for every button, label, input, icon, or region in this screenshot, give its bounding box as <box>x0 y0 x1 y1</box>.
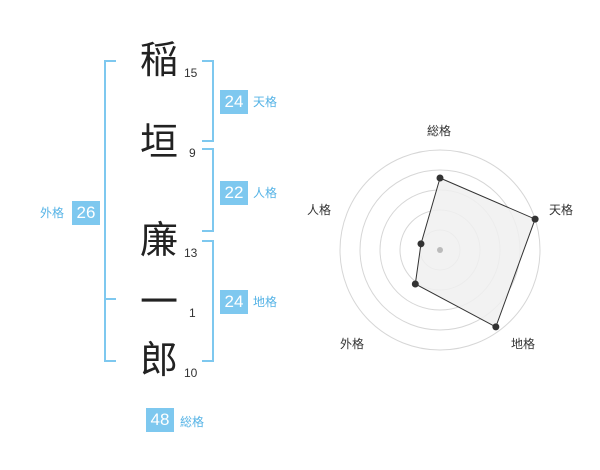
stroke-count-1: 15 <box>184 66 198 80</box>
stroke-count-5: 10 <box>184 366 198 380</box>
radar-point-0 <box>436 174 444 182</box>
name-char-5: 郎 <box>139 338 178 382</box>
chikaku-bracket <box>202 240 214 362</box>
name-char-3: 廉 <box>139 218 178 262</box>
radar-ring-5 <box>339 149 541 351</box>
jinkaku-label: 人格 <box>253 186 278 200</box>
stroke-count-3: 13 <box>184 246 198 260</box>
radar-point-2 <box>492 323 500 331</box>
gaikaku-bracket-lower <box>104 298 116 362</box>
soukaku-label: 総格 <box>180 415 205 429</box>
name-char-1: 稲 <box>139 38 178 82</box>
chikaku-value: 24 <box>220 290 248 314</box>
chikaku-label: 地格 <box>253 295 278 309</box>
name-char-4: 一 <box>139 280 178 324</box>
jinkaku-bracket <box>202 148 214 232</box>
tenkaku-bracket <box>202 60 214 142</box>
tenkaku-label: 天格 <box>253 95 278 109</box>
radar-axis-label-gaikaku: 外格 <box>340 337 365 351</box>
radar-axis-label-chikaku: 地格 <box>511 337 536 351</box>
radar-point-4 <box>417 240 425 248</box>
radar-point-1 <box>531 215 539 223</box>
gaikaku-value: 26 <box>72 201 100 225</box>
stroke-count-4: 1 <box>189 306 196 320</box>
tenkaku-value: 24 <box>220 90 248 114</box>
soukaku-value: 48 <box>146 408 174 432</box>
radar-axis-label-tenkaku: 天格 <box>549 203 574 217</box>
jinkaku-value: 22 <box>220 181 248 205</box>
stroke-count-2: 9 <box>189 146 196 160</box>
radar-series-polygon <box>414 177 536 328</box>
name-char-2: 垣 <box>139 120 178 164</box>
radar-point-3 <box>411 280 419 288</box>
radar-center-dot <box>437 247 443 253</box>
radar-axis-label-soukaku: 総格 <box>427 124 452 138</box>
radar-axis-label-jinkaku: 人格 <box>307 203 332 217</box>
gaikaku-label: 外格 <box>40 206 65 220</box>
